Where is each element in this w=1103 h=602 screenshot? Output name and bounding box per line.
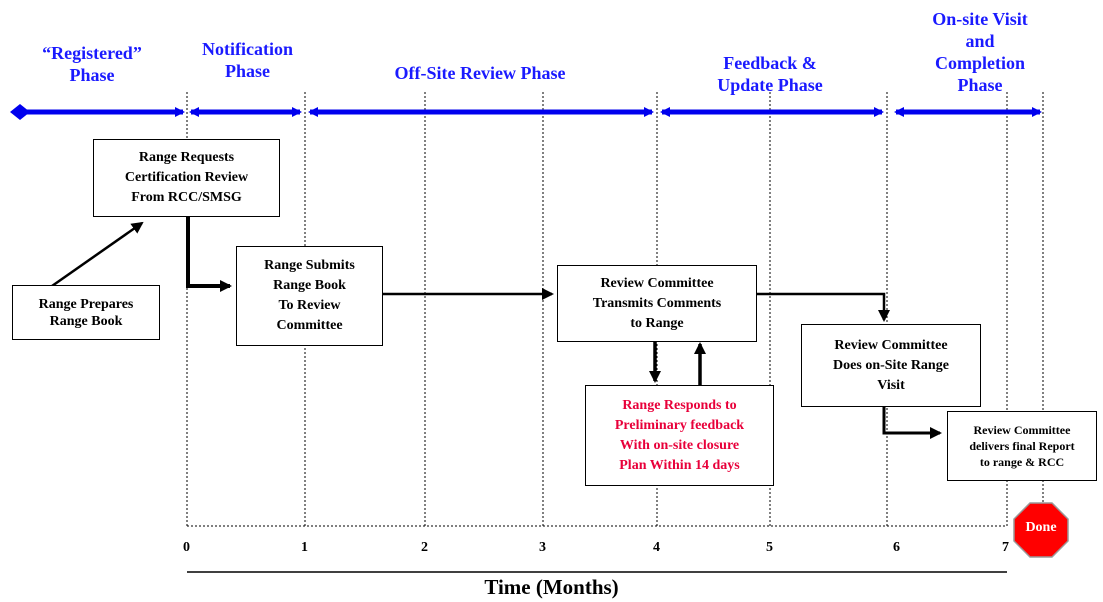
phase-label-registered: “Registered” Phase bbox=[42, 43, 142, 85]
arrow-prepare-to-request bbox=[51, 221, 144, 288]
tick-label: 1 bbox=[301, 540, 308, 555]
tick-label: 4 bbox=[653, 540, 660, 555]
phase-label-notification: Notification Phase bbox=[202, 39, 293, 81]
axis-title: Time (Months) bbox=[484, 575, 619, 599]
phase-label-feedback: Feedback & Update Phase bbox=[717, 53, 823, 95]
tick-label: 7 bbox=[1002, 540, 1009, 555]
box-range-responds: Range Responds to Preliminary feedback W… bbox=[585, 385, 774, 486]
done-label: Done bbox=[1025, 520, 1057, 535]
box-committee-transmits: Review Committee Transmits Comments to R… bbox=[557, 265, 757, 342]
arrow-transmit-to-visit bbox=[757, 292, 890, 322]
tick-label: 2 bbox=[421, 540, 428, 555]
stop-sign-icon bbox=[1013, 502, 1069, 558]
start-diamond-icon bbox=[10, 104, 30, 120]
arrow-request-to-submit bbox=[186, 217, 232, 292]
box-range-requests: Range Requests Certification Review From… bbox=[93, 139, 280, 217]
tick-label: 5 bbox=[766, 540, 773, 555]
tick-label: 6 bbox=[893, 540, 900, 555]
box-final-report: Review Committee delivers final Report t… bbox=[947, 411, 1097, 481]
tick-label: 3 bbox=[539, 540, 546, 555]
phase-label-onsite: On-site Visit and Completion Phase bbox=[932, 9, 1028, 95]
box-onsite-visit: Review Committee Does on-Site Range Visi… bbox=[801, 324, 981, 407]
tick-label: 0 bbox=[183, 540, 190, 555]
box-range-submits: Range Submits Range Book To Review Commi… bbox=[236, 246, 383, 346]
phase-label-offsite: Off-Site Review Phase bbox=[394, 63, 566, 83]
arrow-visit-to-report bbox=[882, 407, 942, 439]
box-range-prepares: Range Prepares Range Book bbox=[12, 285, 160, 340]
flow-arrows bbox=[51, 217, 942, 439]
